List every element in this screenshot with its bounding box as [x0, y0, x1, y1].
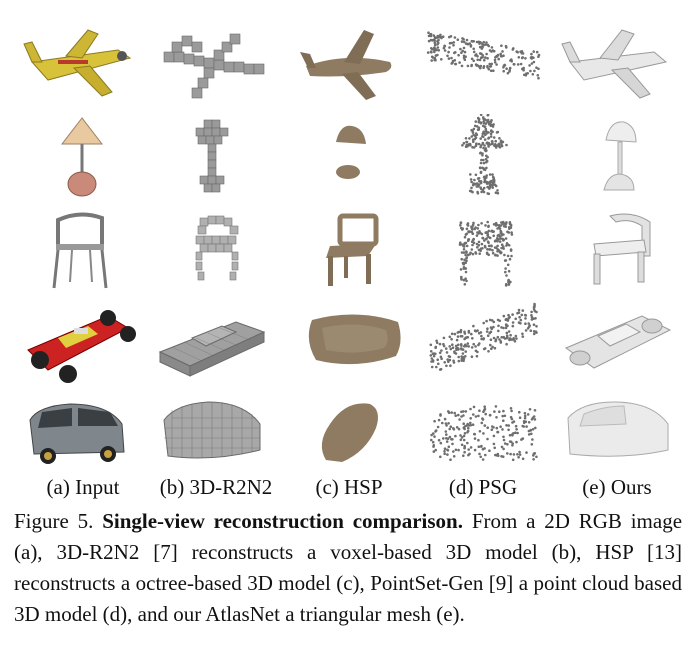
input-airplane — [18, 22, 146, 108]
hsp-chair — [286, 206, 414, 292]
voxel-chair — [152, 206, 280, 292]
reconstruction-grid — [18, 22, 684, 464]
input-chair — [18, 206, 146, 292]
input-car — [18, 390, 146, 476]
input-lamp — [18, 114, 146, 200]
ours-car — [554, 390, 682, 476]
voxel-racecar — [152, 298, 280, 384]
voxel-car — [152, 390, 280, 476]
label-ours: (e) Ours — [582, 475, 652, 499]
ours-airplane — [554, 22, 682, 108]
caption-prefix: Figure 5. — [14, 509, 94, 533]
hsp-lamp — [286, 114, 414, 200]
psg-racecar — [420, 298, 548, 384]
label-3d-r2n2: (b) 3D-R2N2 — [159, 475, 273, 499]
hsp-car — [286, 390, 414, 476]
label-psg: (d) PSG — [448, 475, 518, 499]
input-racecar — [18, 298, 146, 384]
caption-body: From a 2D RGB image (a), 3D-R2N2 [7] rec… — [14, 509, 683, 626]
voxel-airplane — [152, 22, 280, 108]
label-hsp: (c) HSP — [315, 475, 383, 499]
ours-chair — [554, 206, 682, 292]
psg-car — [420, 390, 548, 476]
label-input: (a) Input — [46, 475, 120, 499]
psg-chair — [420, 206, 548, 292]
column-labels: (a) Input (b) 3D-R2N2 (c) HSP (d) PSG (e… — [18, 474, 684, 500]
caption-title: Single-view reconstruction comparison. — [102, 509, 463, 533]
figure-caption: Figure 5. Single-view reconstruction com… — [14, 506, 682, 630]
voxel-lamp — [152, 114, 280, 200]
psg-airplane — [420, 22, 548, 108]
ours-racecar — [554, 298, 682, 384]
psg-lamp — [420, 114, 548, 200]
hsp-airplane — [286, 22, 414, 108]
hsp-racecar — [286, 298, 414, 384]
ours-lamp — [554, 114, 682, 200]
